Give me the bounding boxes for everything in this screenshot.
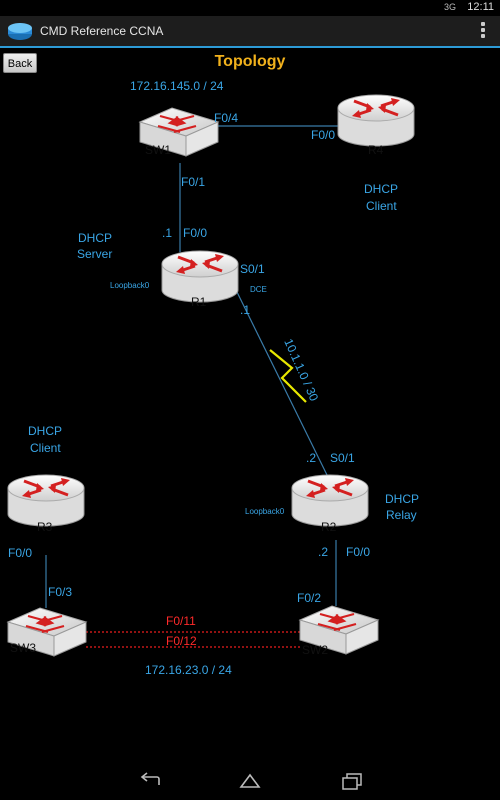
status-bar: 3G 12:11 bbox=[0, 0, 500, 16]
sw1-label: SW1 bbox=[145, 143, 171, 157]
action-bar: CMD Reference CCNA bbox=[0, 16, 500, 48]
port-sw1-f01: F0/1 bbox=[181, 175, 205, 189]
r4-role-line2: Client bbox=[366, 199, 397, 213]
topology-diagram: SW1 R4 R1 R3 R2 SW3 SW2 172.16.145.0 / 2… bbox=[6, 79, 419, 677]
link-r1-r2-serial bbox=[235, 289, 329, 478]
page-title: Topology bbox=[214, 53, 286, 70]
router-r4-icon[interactable] bbox=[336, 93, 416, 148]
r3-role-line2: Client bbox=[30, 441, 61, 455]
app-icon bbox=[8, 23, 32, 40]
port-r2-s01: S0/1 bbox=[330, 451, 355, 465]
r1-role-line1: DHCP bbox=[78, 231, 112, 245]
app-title: CMD Reference CCNA bbox=[40, 24, 164, 38]
recent-apps-nav-icon[interactable] bbox=[339, 772, 365, 790]
port-sw3-f03: F0/3 bbox=[48, 585, 72, 599]
r2-role-line1: DHCP bbox=[385, 492, 419, 506]
router-r2-icon[interactable] bbox=[290, 473, 370, 528]
dce-label: DCE bbox=[250, 285, 267, 294]
sw2-label: SW2 bbox=[302, 643, 328, 657]
overflow-menu-icon[interactable] bbox=[480, 22, 486, 40]
r4-role-line1: DHCP bbox=[364, 182, 398, 196]
signal-indicator: 3G bbox=[443, 2, 456, 12]
clock: 12:11 bbox=[467, 1, 494, 13]
r2-loopback-label: Loopback0 bbox=[245, 507, 285, 516]
router-r3-icon[interactable] bbox=[6, 473, 86, 528]
back-button[interactable]: Back bbox=[3, 53, 37, 73]
host-r1-serial: .1 bbox=[240, 303, 250, 317]
sw3-label: SW3 bbox=[10, 641, 36, 655]
r1-loopback-label: Loopback0 bbox=[110, 281, 150, 290]
serial-bolt-icon bbox=[269, 349, 307, 403]
r1-label: R1 bbox=[191, 295, 207, 309]
port-r1-s01: S0/1 bbox=[240, 262, 265, 276]
host-r2-serial: .2 bbox=[306, 451, 316, 465]
port-f012: F0/12 bbox=[166, 634, 197, 648]
port-sw2-f02: F0/2 bbox=[297, 591, 321, 605]
network-top-label: 172.16.145.0 / 24 bbox=[130, 79, 224, 93]
port-f011: F0/11 bbox=[166, 614, 196, 628]
r2-label: R2 bbox=[321, 520, 337, 534]
r3-role-line1: DHCP bbox=[28, 424, 62, 438]
r4-label: R4 bbox=[368, 143, 384, 157]
port-r1-f00: F0/0 bbox=[183, 226, 207, 240]
host-r1-fa: .1 bbox=[162, 226, 172, 240]
port-r2-f00: F0/0 bbox=[346, 545, 370, 559]
port-sw1-f04: F0/4 bbox=[214, 111, 238, 125]
port-r3-f00: F0/0 bbox=[8, 546, 32, 560]
back-nav-icon[interactable] bbox=[137, 772, 163, 790]
network-bottom-label: 172.16.23.0 / 24 bbox=[145, 663, 232, 677]
navigation-bar bbox=[0, 764, 500, 800]
host-r2-fa: .2 bbox=[318, 545, 328, 559]
port-r4-f00: F0/0 bbox=[311, 128, 335, 142]
r1-role-line2: Server bbox=[77, 247, 112, 261]
home-nav-icon[interactable] bbox=[237, 772, 263, 790]
r3-label: R3 bbox=[37, 520, 53, 534]
r2-role-line2: Relay bbox=[386, 508, 417, 522]
